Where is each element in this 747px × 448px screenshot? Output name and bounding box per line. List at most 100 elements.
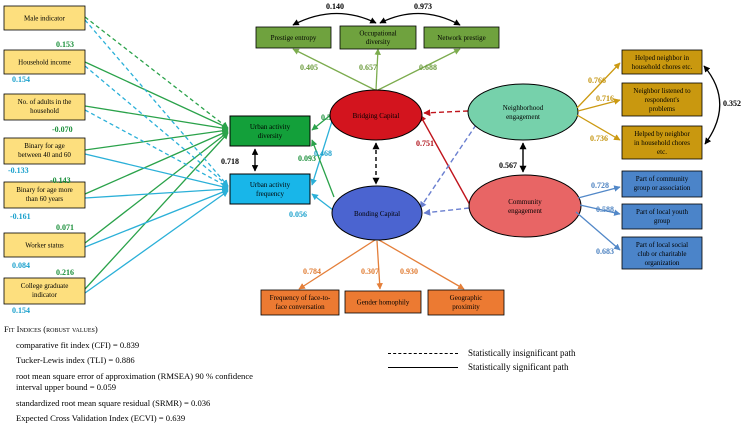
box-male-indicator <box>3 5 86 31</box>
coef-0716: 0.716 <box>596 94 614 103</box>
path-community-bridging <box>419 114 471 206</box>
path-bonding-geographic <box>378 239 465 290</box>
label-helped-neighbor-2: household chores etc. <box>632 63 693 71</box>
label-adults-1: No. of adults in the <box>18 98 72 106</box>
label-neighborhood-1: Neighborhood <box>503 104 544 112</box>
path-bridging-frequency <box>310 117 334 186</box>
legend-solid-line <box>388 366 458 368</box>
label-neighborhood-2: engagement <box>506 113 540 121</box>
legend-insignificant: Statistically insignificant path <box>388 346 575 360</box>
community-indicators: Part of community group or association P… <box>575 170 703 270</box>
ellipse-community-engagement <box>468 174 582 238</box>
path-neighborhood-helpedby <box>576 114 621 141</box>
coef-0154b: 0.154 <box>12 306 30 315</box>
box-geographic-proximity <box>427 289 505 316</box>
path-bonding-facetoface <box>298 239 376 290</box>
path-bridging-prestige <box>292 48 376 91</box>
legend-significant-label: Statistically significant path <box>468 362 569 372</box>
path-age60-diversity <box>84 130 229 195</box>
box-urban-frequency <box>229 173 311 205</box>
label-community-1: Community <box>508 198 542 206</box>
cov-helped-helpedby <box>703 65 721 145</box>
path-neighborhood-bridging <box>423 109 469 117</box>
coef-0216: 0.216 <box>56 268 74 277</box>
box-community-group <box>621 170 703 198</box>
label-occupational-1: Occupational <box>359 30 396 38</box>
coef-0736: 0.736 <box>590 134 608 143</box>
covariate-boxes: Male indicator Household income No. of a… <box>3 5 86 305</box>
path-age40-frequency <box>84 153 229 190</box>
label-occupational-2: diversity <box>366 38 391 46</box>
box-household-income <box>3 49 86 75</box>
coef-0153: 0.153 <box>56 40 74 49</box>
path-male-diversity <box>84 16 229 129</box>
engagement-paths: 0.751 <box>416 109 477 216</box>
bridging-indicators: Prestige entropy Occupational diversity … <box>255 2 500 91</box>
fit-srmr: standardized root mean square residual (… <box>16 397 211 408</box>
label-urban-diversity-1: Urban activity <box>250 123 291 131</box>
coef-0973: 0.973 <box>414 2 432 11</box>
label-age60-1: Binary for age more <box>16 186 73 194</box>
label-bridging-capital: Bridging Capital <box>353 112 400 120</box>
label-youth-group-2: group <box>654 217 671 225</box>
label-geographic-1: Geographic <box>450 294 483 302</box>
box-youth-group <box>621 203 703 230</box>
path-bridging-occupational <box>374 48 381 91</box>
path-community-group <box>577 185 621 199</box>
label-urban-frequency-2: frequency <box>256 190 284 198</box>
covariate-coefficients: 0.153 0.154 -0.070 -0.133 -0.143 -0.161 … <box>8 40 74 315</box>
label-adults-2: household <box>30 107 59 115</box>
box-helped-by-neighbor <box>621 125 703 160</box>
coef-0093: 0.093 <box>298 154 316 163</box>
label-community-2: engagement <box>508 207 542 215</box>
path-worker-frequency <box>84 189 229 248</box>
path-community-club <box>575 211 621 251</box>
coef-m0161: -0.161 <box>10 212 31 221</box>
label-listened-3: problems <box>649 105 675 113</box>
path-income-frequency <box>84 65 229 187</box>
label-frequency-face-1: Frequency of face-to- <box>270 294 331 302</box>
box-occupational-diversity <box>339 25 417 50</box>
label-household-income: Household income <box>18 59 71 67</box>
path-college-diversity <box>84 132 229 290</box>
coef-0657: 0.657 <box>359 63 377 72</box>
cov-prestige-occupational <box>292 12 377 26</box>
label-community-group-1: Part of community <box>636 175 689 183</box>
path-neighborhood-bonding <box>419 124 477 209</box>
coef-0588: 0.588 <box>596 205 614 214</box>
coef-0140: 0.140 <box>326 2 344 11</box>
coef-0352: 0.352 <box>723 99 741 108</box>
fit-indices-title: Fit Indices (robust values) <box>4 324 98 334</box>
ellipse-bonding-capital <box>331 185 423 241</box>
coef-m0143: -0.143 <box>50 176 71 185</box>
legend-dashed-line <box>388 352 458 354</box>
coef-0784: 0.784 <box>303 267 321 276</box>
path-bonding-gender <box>376 240 383 290</box>
label-college-2: indicator <box>32 291 58 299</box>
path-income-diversity <box>84 61 229 129</box>
label-geographic-2: proximity <box>452 303 480 311</box>
coef-0468: 0.468 <box>314 149 332 158</box>
path-age40-diversity <box>84 127 229 151</box>
coef-0683: 0.683 <box>596 247 614 256</box>
coef-0154a: 0.154 <box>12 75 30 84</box>
label-urban-diversity-2: diversity <box>258 132 283 140</box>
label-social-club-1: Part of local social <box>636 241 688 249</box>
box-social-club <box>621 236 703 270</box>
neighborhood-indicators: Helped neighbor in household chores etc.… <box>576 49 741 160</box>
label-community-group-2: group or association <box>634 184 691 192</box>
label-frequency-face-2: face conversation <box>275 303 325 311</box>
label-age40-1: Binary for age <box>24 142 64 150</box>
covariate-paths <box>84 16 229 294</box>
box-worker-status <box>3 232 86 258</box>
label-helped-neighbor-1: Helped neighbor in <box>635 54 690 62</box>
bonding-indicators: Frequency of face-to- face conversation … <box>260 239 505 316</box>
coef-0718: 0.718 <box>221 157 239 166</box>
label-youth-group-1: Part of local youth <box>636 208 688 216</box>
coef-m0070: -0.070 <box>52 125 73 134</box>
box-adults <box>3 93 86 121</box>
coef-0728: 0.728 <box>591 181 609 190</box>
path-community-youth <box>579 204 621 216</box>
coef-0688: 0.688 <box>419 63 437 72</box>
